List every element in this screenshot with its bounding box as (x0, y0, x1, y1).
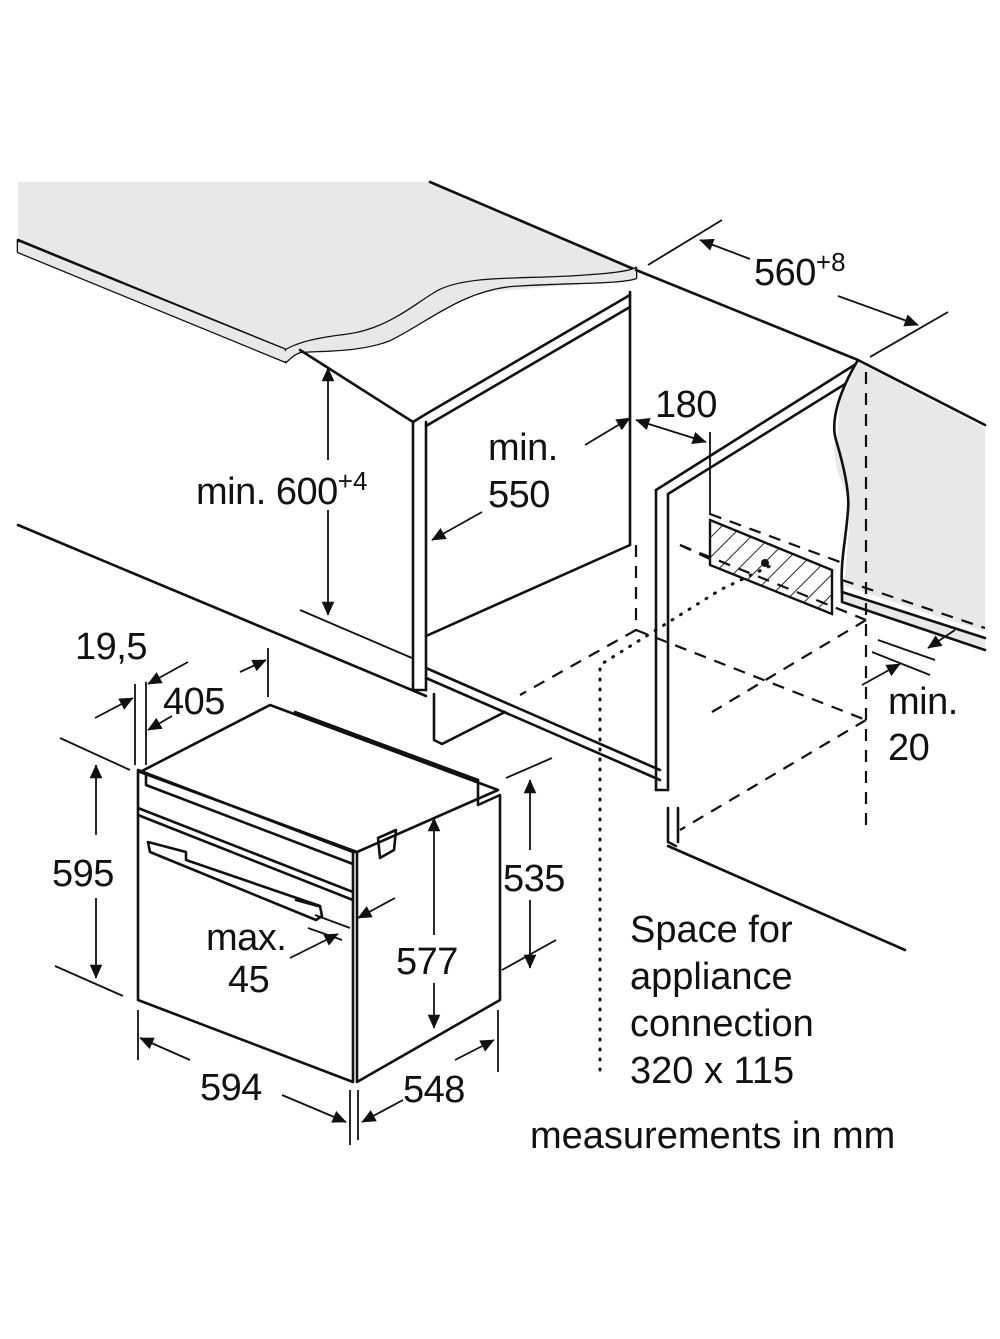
label-handle-projection-line1: max. (206, 917, 287, 959)
label-rear-gap-line1: min. (888, 681, 958, 723)
label-niche-width: 560+8 (754, 247, 846, 294)
dimension-handle-projection (289, 897, 396, 959)
note-line-4: 320 x 115 (630, 1050, 795, 1092)
dimension-overall-width (137, 1010, 351, 1145)
base-edge-left (16, 523, 428, 698)
dimension-front-panel-and-top (94, 648, 269, 765)
units-note: measurements in mm (530, 1115, 896, 1157)
label-side-height: 535 (503, 858, 565, 900)
dimension-connection-offset (635, 417, 711, 515)
appliance-envelope-dashed (519, 543, 867, 1072)
note-line-1: Space for (630, 909, 793, 951)
label-body-height: 577 (396, 941, 458, 983)
label-rear-gap-line2: 20 (888, 727, 930, 769)
worktop (16, 180, 638, 364)
label-niche-depth-line2: 550 (488, 474, 550, 516)
note-line-3: connection (630, 1003, 814, 1045)
dimension-overall-height (54, 737, 131, 997)
label-handle-projection-line2: 45 (228, 959, 270, 1001)
label-top-depth: 405 (163, 681, 225, 723)
note-line-2: appliance (630, 956, 793, 998)
label-connection-offset: 180 (655, 384, 717, 426)
label-overall-height: 595 (52, 853, 114, 895)
label-niche-depth-line1: min. (488, 427, 558, 469)
dimension-niche-width (647, 219, 949, 358)
wall-top-edge (856, 358, 987, 427)
connection-socket-area (708, 512, 841, 616)
right-cabinet-panel (654, 362, 907, 952)
label-overall-width: 594 (200, 1067, 262, 1109)
label-front-panel-thickness: 19,5 (75, 626, 147, 668)
oven-appliance (136, 703, 502, 1084)
left-cabinet-panel (298, 290, 662, 782)
dimension-side-height (501, 757, 557, 971)
dimension-body-depth (357, 1010, 499, 1140)
label-niche-height: min. 600+4 (196, 466, 368, 513)
dimension-niche-depth (431, 417, 631, 541)
niche-back-edge (634, 268, 860, 362)
label-body-depth: 548 (403, 1069, 465, 1111)
dimension-rear-gap (861, 629, 956, 686)
dimension-niche-height (299, 368, 413, 659)
